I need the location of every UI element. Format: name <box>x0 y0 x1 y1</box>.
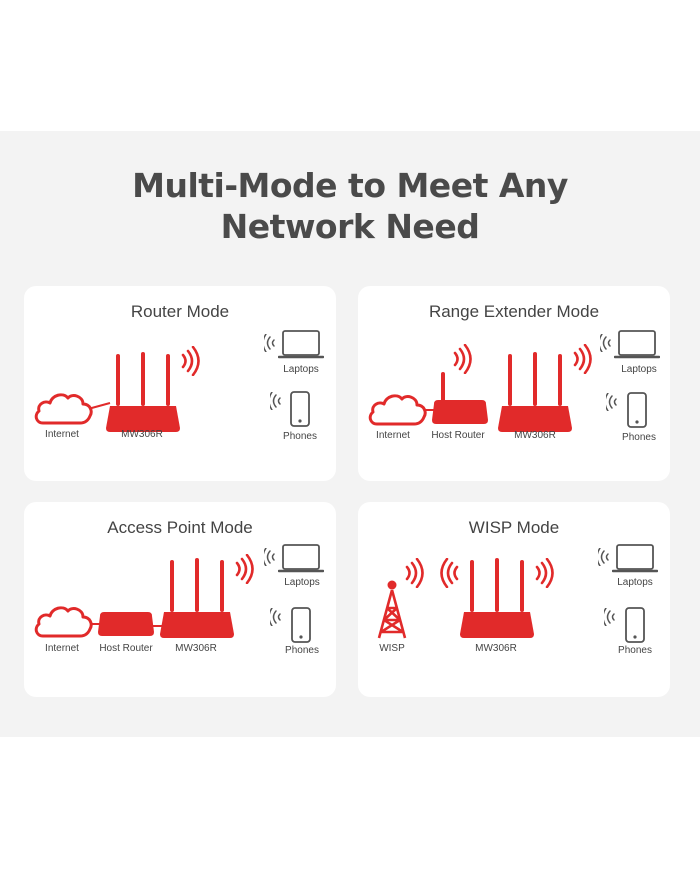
range-extender-mode-card: Range Extender Mode Internet Host Router… <box>358 286 670 481</box>
host-router-icon <box>98 612 154 636</box>
router-mode-card: Router Mode Internet MW306R Laptops Phon… <box>24 286 336 481</box>
label-wisp: WISP <box>379 643 405 654</box>
wifi-waves-icon <box>598 548 609 566</box>
laptop-icon <box>614 330 660 359</box>
label-internet: Internet <box>45 429 79 440</box>
phone-icon <box>625 607 645 643</box>
access-point-mode-card: Access Point Mode Internet Host Router M… <box>24 502 336 697</box>
label-host-router: Host Router <box>431 430 485 441</box>
wifi-waves-icon <box>440 558 459 588</box>
label-laptops: Laptops <box>617 577 653 588</box>
wifi-waves-icon <box>235 554 254 584</box>
cloud-icon <box>34 393 93 425</box>
label-internet: Internet <box>376 430 410 441</box>
host-router-icon <box>432 372 488 424</box>
label-phones: Phones <box>622 432 656 443</box>
cloud-icon <box>368 394 427 426</box>
phone-icon <box>290 391 310 427</box>
label-device: MW306R <box>475 643 517 654</box>
wifi-waves-icon <box>270 608 281 626</box>
range-extender-diagram <box>368 330 660 432</box>
wifi-waves-icon <box>453 344 472 374</box>
label-laptops: Laptops <box>284 577 320 588</box>
router-icon <box>498 352 572 432</box>
wifi-waves-icon <box>270 392 281 410</box>
router-icon <box>160 558 234 638</box>
wifi-waves-icon <box>606 393 617 411</box>
card-title: Range Extender Mode <box>428 302 600 321</box>
wifi-waves-icon <box>535 558 554 588</box>
wisp-mode-card: WISP Mode WISP MW306R Laptops Phones <box>358 502 670 697</box>
label-laptops: Laptops <box>283 364 319 375</box>
wifi-waves-icon <box>264 334 275 352</box>
phone-icon <box>627 392 647 428</box>
label-device: MW306R <box>121 429 163 440</box>
router-icon <box>106 352 180 432</box>
cloud-icon <box>34 606 93 638</box>
headline-line-1: Multi-Mode to Meet Any <box>132 166 568 205</box>
label-device: MW306R <box>514 430 556 441</box>
laptop-icon <box>278 330 324 359</box>
phone-icon <box>291 607 311 643</box>
laptop-icon <box>612 544 658 573</box>
label-device: MW306R <box>175 643 217 654</box>
access-point-diagram <box>34 544 324 643</box>
label-phones: Phones <box>283 431 317 442</box>
wifi-waves-icon <box>405 558 424 588</box>
card-title: WISP Mode <box>468 518 560 537</box>
wifi-waves-icon <box>264 548 275 566</box>
label-host-router: Host Router <box>99 643 153 654</box>
label-internet: Internet <box>45 643 79 654</box>
wifi-waves-icon <box>181 346 200 376</box>
card-title: Access Point Mode <box>107 518 253 537</box>
wifi-waves-icon <box>600 334 611 352</box>
card-title: Router Mode <box>130 302 230 321</box>
label-phones: Phones <box>618 645 652 656</box>
wifi-waves-icon <box>573 344 592 374</box>
wifi-waves-icon <box>604 608 615 626</box>
tower-icon <box>377 580 407 640</box>
router-icon <box>460 558 534 638</box>
label-laptops: Laptops <box>621 364 657 375</box>
laptop-icon <box>278 544 324 573</box>
label-phones: Phones <box>285 645 319 656</box>
router-mode-diagram <box>34 330 324 432</box>
wisp-diagram <box>377 544 658 643</box>
headline-line-2: Network Need <box>220 207 480 246</box>
